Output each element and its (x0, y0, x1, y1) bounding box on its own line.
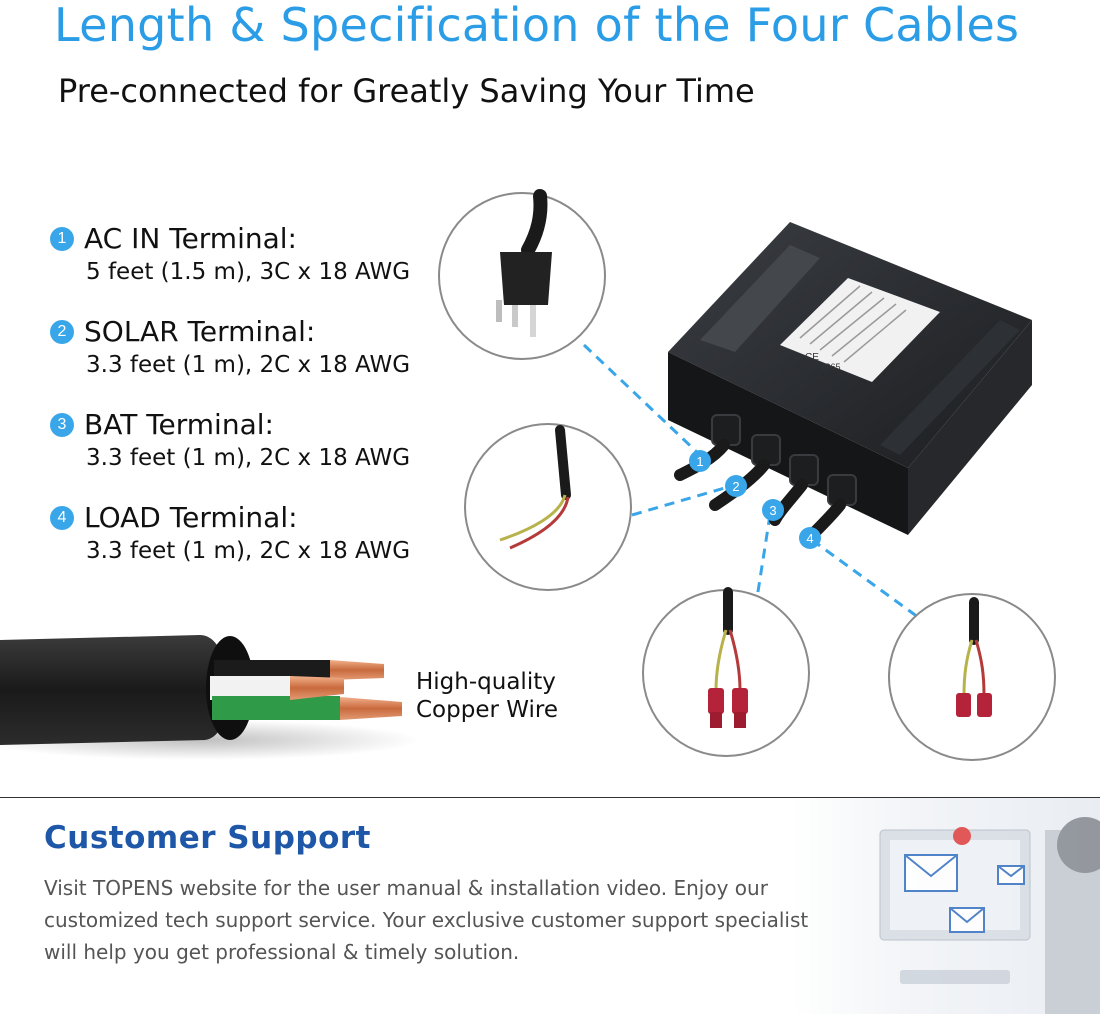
copper-caption-line1: High-quality (416, 669, 556, 695)
terminal-name: BAT Terminal: (84, 408, 274, 441)
ip-rating-label: IP65 (822, 362, 841, 372)
number-badge: 3 (50, 412, 74, 437)
svg-text:2: 2 (732, 479, 739, 494)
terminal-name: SOLAR Terminal: (84, 315, 316, 348)
support-line: Visit TOPENS website for the user manual… (44, 876, 768, 900)
terminal-spec: 3.3 feet (1 m), 2C x 18 AWG (86, 538, 411, 564)
terminal-load: 4 LOAD Terminal: 3.3 feet (1 m), 2C x 18… (50, 501, 410, 564)
terminal-name: LOAD Terminal: (84, 501, 298, 534)
cable-number-badges: 1 2 3 4 (689, 450, 821, 549)
support-line: will help you get professional & timely … (44, 940, 520, 964)
terminal-solar: 2 SOLAR Terminal: 3.3 feet (1 m), 2C x 1… (50, 315, 410, 378)
customer-support-title: Customer Support (44, 820, 371, 856)
ce-mark-label: CE (805, 352, 819, 363)
number-badge: 2 (50, 319, 74, 344)
solar-wire-detail-circle (464, 423, 632, 591)
ac-plug-detail-circle (438, 189, 606, 360)
load-wire-detail-circle (888, 593, 1056, 761)
svg-text:1: 1 (696, 454, 703, 469)
page-subtitle: Pre-connected for Greatly Saving Your Ti… (58, 72, 755, 110)
svg-text:3: 3 (769, 503, 776, 518)
svg-text:4: 4 (806, 531, 813, 546)
copper-caption-line2: Copper Wire (416, 697, 558, 723)
terminal-spec: 3.3 feet (1 m), 2C x 18 AWG (86, 445, 411, 471)
power-supply-box: CE IP65 (668, 222, 1032, 541)
terminal-ac-in: 1 AC IN Terminal: 5 feet (1.5 m), 3C x 1… (50, 222, 410, 285)
terminal-spec: 3.3 feet (1 m), 2C x 18 AWG (86, 352, 411, 378)
page-title: Length & Specification of the Four Cable… (54, 0, 1020, 52)
section-divider (0, 797, 1100, 798)
copper-wire-caption: High-quality Copper Wire (416, 668, 558, 724)
number-badge: 1 (50, 226, 74, 251)
terminal-bat: 3 BAT Terminal: 3.3 feet (1 m), 2C x 18 … (50, 408, 410, 471)
copper-wire-cable (0, 635, 420, 760)
support-line: customized tech support service. Your ex… (44, 908, 809, 932)
terminal-spec: 5 feet (1.5 m), 3C x 18 AWG (86, 259, 411, 285)
customer-support-text: Visit TOPENS website for the user manual… (44, 872, 834, 968)
bat-wire-detail-circle (642, 587, 810, 757)
dashed-connector-lines (582, 343, 923, 622)
terminal-name: AC IN Terminal: (84, 222, 297, 255)
number-badge: 4 (50, 505, 74, 530)
